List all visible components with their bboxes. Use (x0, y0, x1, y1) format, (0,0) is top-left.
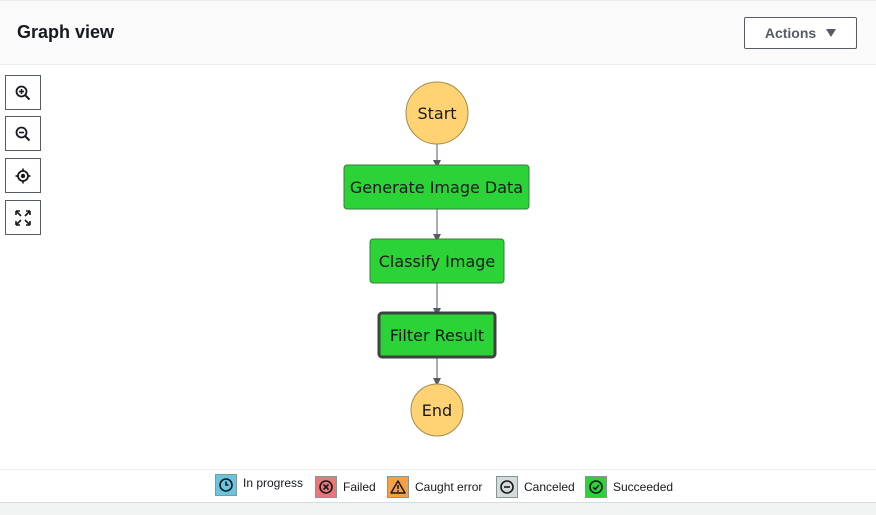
state-label: Generate Image Data (350, 178, 523, 197)
state-label: Filter Result (390, 326, 484, 345)
legend-in-progress: In progress (215, 474, 303, 496)
center-icon (15, 168, 31, 183)
status-legend: In progress Failed Caught error Canceled… (0, 469, 876, 502)
state-classify-image[interactable]: Classify Image (369, 238, 505, 284)
actions-label: Actions (764, 25, 817, 41)
caret-down-icon (826, 29, 837, 37)
fit-screen-button[interactable] (5, 200, 41, 235)
start-label: Start (417, 104, 456, 123)
end-node[interactable]: End (410, 383, 464, 437)
zoom-out-button[interactable] (5, 116, 41, 151)
zoom-in-button[interactable] (5, 75, 41, 110)
start-node[interactable]: Start (405, 81, 469, 145)
zoom-in-icon (15, 85, 31, 100)
legend-label: In progress (243, 476, 304, 490)
panel-top-border (0, 0, 876, 1)
warning-icon (387, 476, 409, 498)
legend-failed: Failed (315, 476, 376, 498)
footer-strip (0, 502, 876, 515)
page-title: Graph view (17, 22, 115, 42)
legend-canceled: Canceled (496, 476, 575, 498)
legend-label: Canceled (524, 480, 575, 494)
state-machine-graph: Start Generate Image Data Classify Image… (343, 81, 530, 437)
check-circle-icon (585, 476, 607, 498)
legend-caught-error: Caught error (387, 476, 482, 498)
legend-label: Failed (343, 480, 376, 494)
legend-succeeded: Succeeded (585, 476, 673, 498)
panel-header: Graph view Actions (0, 1, 876, 65)
zoom-out-icon (15, 126, 31, 141)
legend-label: Succeeded (613, 480, 674, 494)
graph-canvas[interactable]: Start Generate Image Data Classify Image… (0, 66, 876, 469)
state-generate-image-data[interactable]: Generate Image Data (343, 164, 530, 210)
end-label: End (422, 401, 452, 420)
fit-screen-icon (15, 209, 31, 226)
minus-circle-icon (496, 476, 518, 498)
state-filter-result[interactable]: Filter Result (377, 311, 497, 359)
clock-icon (215, 474, 237, 496)
center-button[interactable] (5, 158, 41, 193)
actions-button[interactable]: Actions (744, 17, 857, 49)
legend-label: Caught error (415, 480, 483, 494)
x-circle-icon (315, 476, 337, 498)
state-label: Classify Image (379, 252, 496, 271)
